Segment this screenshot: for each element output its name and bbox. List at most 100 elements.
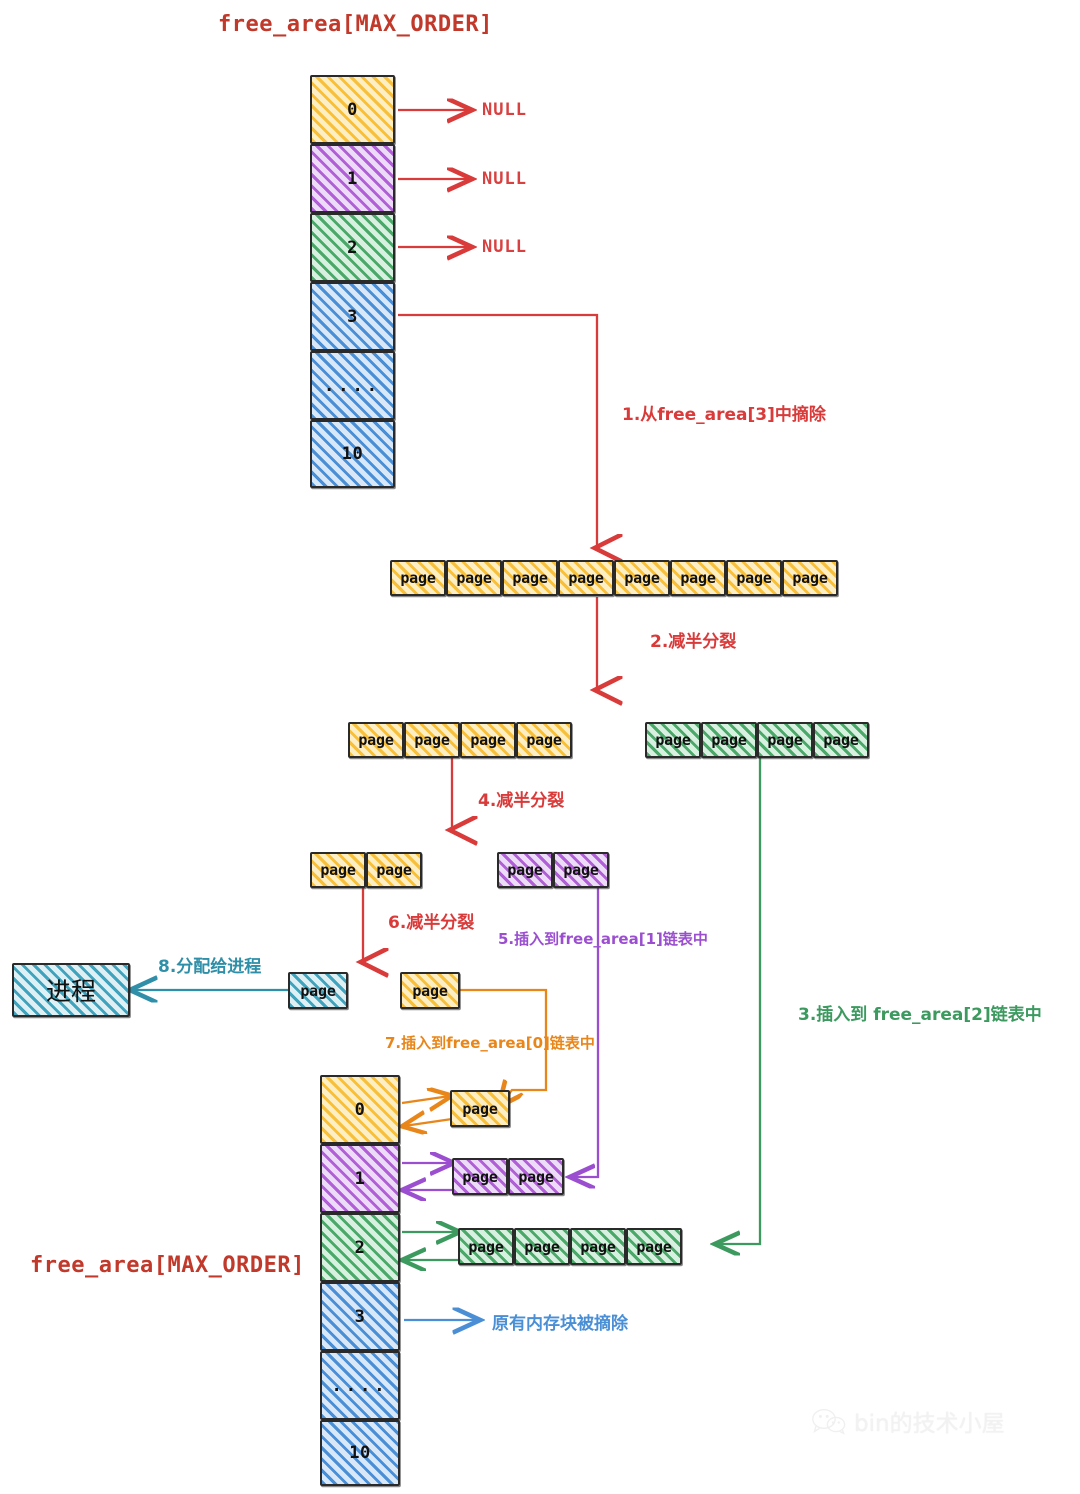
null-label-2: NULL bbox=[482, 237, 527, 257]
page-label: page bbox=[736, 569, 772, 587]
page-box[interactable]: page bbox=[614, 560, 670, 596]
page-box[interactable]: page bbox=[782, 560, 838, 596]
removed-note-label: 原有内存块被摘除 bbox=[492, 1314, 628, 1334]
page-box[interactable]: page bbox=[514, 1228, 570, 1265]
page-label: page bbox=[400, 569, 436, 587]
bottom-cell-1[interactable]: 1 bbox=[320, 1144, 400, 1213]
page-box[interactable]: page bbox=[458, 1228, 514, 1265]
top-cell-0-label: 0 bbox=[347, 99, 358, 120]
page-label: page bbox=[711, 731, 747, 749]
top-cell-0[interactable]: 0 bbox=[310, 75, 395, 144]
page-label: page bbox=[462, 1099, 498, 1118]
page-label: page bbox=[518, 1167, 554, 1186]
bottom-cell-10-label: 10 bbox=[349, 1443, 371, 1463]
page-box[interactable]: page bbox=[645, 722, 701, 758]
page-label: page bbox=[767, 731, 803, 749]
bottom-cell-10[interactable]: 10 bbox=[320, 1420, 400, 1486]
top-cell-3[interactable]: 3 bbox=[310, 282, 395, 351]
step-5-label: 5.插入到free_area[1]链表中 bbox=[498, 930, 708, 948]
page-box[interactable]: page bbox=[508, 1158, 564, 1195]
step-8-label: 8.分配给进程 bbox=[158, 957, 262, 977]
top-cell-ellipsis[interactable]: .... bbox=[310, 351, 395, 420]
page-label: page bbox=[512, 569, 548, 587]
page-box[interactable]: page bbox=[813, 722, 869, 758]
page-box[interactable]: page bbox=[497, 852, 553, 888]
page-title-top: free_area[MAX_ORDER] bbox=[218, 12, 493, 37]
process-box-label: 进程 bbox=[45, 977, 96, 1006]
page-label: page bbox=[507, 861, 543, 879]
top-cell-ellipsis-label: .... bbox=[324, 375, 381, 396]
list1-link-arrows bbox=[402, 1163, 452, 1190]
step5-arrow bbox=[572, 888, 600, 1177]
bottom-cell-0[interactable]: 0 bbox=[320, 1075, 400, 1144]
list2-link-arrows bbox=[402, 1232, 458, 1260]
step-7-label: 7.插入到free_area[0]链表中 bbox=[385, 1034, 595, 1052]
top-cell-2-label: 2 bbox=[347, 237, 358, 258]
page-box[interactable]: page bbox=[553, 852, 609, 888]
page-box[interactable]: page bbox=[726, 560, 782, 596]
buddy-page-box[interactable]: page bbox=[400, 972, 460, 1009]
page-label: page bbox=[300, 981, 336, 1000]
null-label-1: NULL bbox=[482, 169, 527, 189]
page-label: page bbox=[376, 861, 412, 879]
wechat-icon bbox=[812, 1408, 846, 1435]
page-label: page bbox=[680, 569, 716, 587]
page-box[interactable]: page bbox=[366, 852, 422, 888]
process-box[interactable]: 进程 bbox=[12, 963, 130, 1017]
page-title-bottom: free_area[MAX_ORDER] bbox=[30, 1253, 305, 1278]
page-box[interactable]: page bbox=[390, 560, 446, 596]
page-label: page bbox=[468, 1237, 504, 1256]
bottom-cell-0-label: 0 bbox=[354, 1099, 366, 1120]
page-box[interactable]: page bbox=[348, 722, 404, 758]
null-label-0: NULL bbox=[482, 100, 527, 120]
page-label: page bbox=[358, 731, 394, 749]
bottom-cell-2-label: 2 bbox=[354, 1237, 366, 1258]
page-box[interactable]: page bbox=[757, 722, 813, 758]
page-box[interactable]: page bbox=[670, 560, 726, 596]
page-label: page bbox=[414, 731, 450, 749]
page-label: page bbox=[456, 569, 492, 587]
page-box[interactable]: page bbox=[460, 722, 516, 758]
bottom-cell-ellipsis[interactable]: .... bbox=[320, 1351, 400, 1420]
page-box[interactable]: page bbox=[450, 1090, 510, 1127]
page-box[interactable]: page bbox=[701, 722, 757, 758]
page-label: page bbox=[655, 731, 691, 749]
watermark-text: bin的技术小屋 bbox=[854, 1411, 1005, 1437]
page-box[interactable]: page bbox=[452, 1158, 508, 1195]
step-6-label: 6.减半分裂 bbox=[388, 913, 475, 933]
page-label: page bbox=[563, 861, 599, 879]
allocated-page-box[interactable]: page bbox=[288, 972, 348, 1009]
page-box[interactable]: page bbox=[626, 1228, 682, 1265]
page-box[interactable]: page bbox=[310, 852, 366, 888]
page-box[interactable]: page bbox=[516, 722, 572, 758]
page-label: page bbox=[568, 569, 604, 587]
page-box[interactable]: page bbox=[570, 1228, 626, 1265]
bottom-cell-2[interactable]: 2 bbox=[320, 1213, 400, 1282]
page-box[interactable]: page bbox=[404, 722, 460, 758]
page-box[interactable]: page bbox=[446, 560, 502, 596]
watermark: bin的技术小屋 bbox=[812, 1404, 1005, 1438]
top-cell-1[interactable]: 1 bbox=[310, 144, 395, 213]
page-label: page bbox=[823, 731, 859, 749]
page-label: page bbox=[526, 731, 562, 749]
page-label: page bbox=[580, 1237, 616, 1256]
page-label: page bbox=[524, 1237, 560, 1256]
top-cell-10-label: 10 bbox=[341, 444, 364, 464]
bottom-cell-3[interactable]: 3 bbox=[320, 1282, 400, 1351]
step-2-label: 2.减半分裂 bbox=[650, 632, 737, 652]
page-box[interactable]: page bbox=[502, 560, 558, 596]
step-1-label: 1.从free_area[3]中摘除 bbox=[622, 405, 826, 425]
page-label: page bbox=[792, 569, 828, 587]
top-cell-10[interactable]: 10 bbox=[310, 420, 395, 488]
step-4-label: 4.减半分裂 bbox=[478, 791, 565, 811]
page-label: page bbox=[462, 1167, 498, 1186]
page-label: page bbox=[412, 981, 448, 1000]
top-cell-2[interactable]: 2 bbox=[310, 213, 395, 282]
page-label: page bbox=[636, 1237, 672, 1256]
page-box[interactable]: page bbox=[558, 560, 614, 596]
step1-arrow bbox=[398, 313, 597, 548]
page-label: page bbox=[320, 861, 356, 879]
step3-arrow bbox=[717, 758, 762, 1244]
